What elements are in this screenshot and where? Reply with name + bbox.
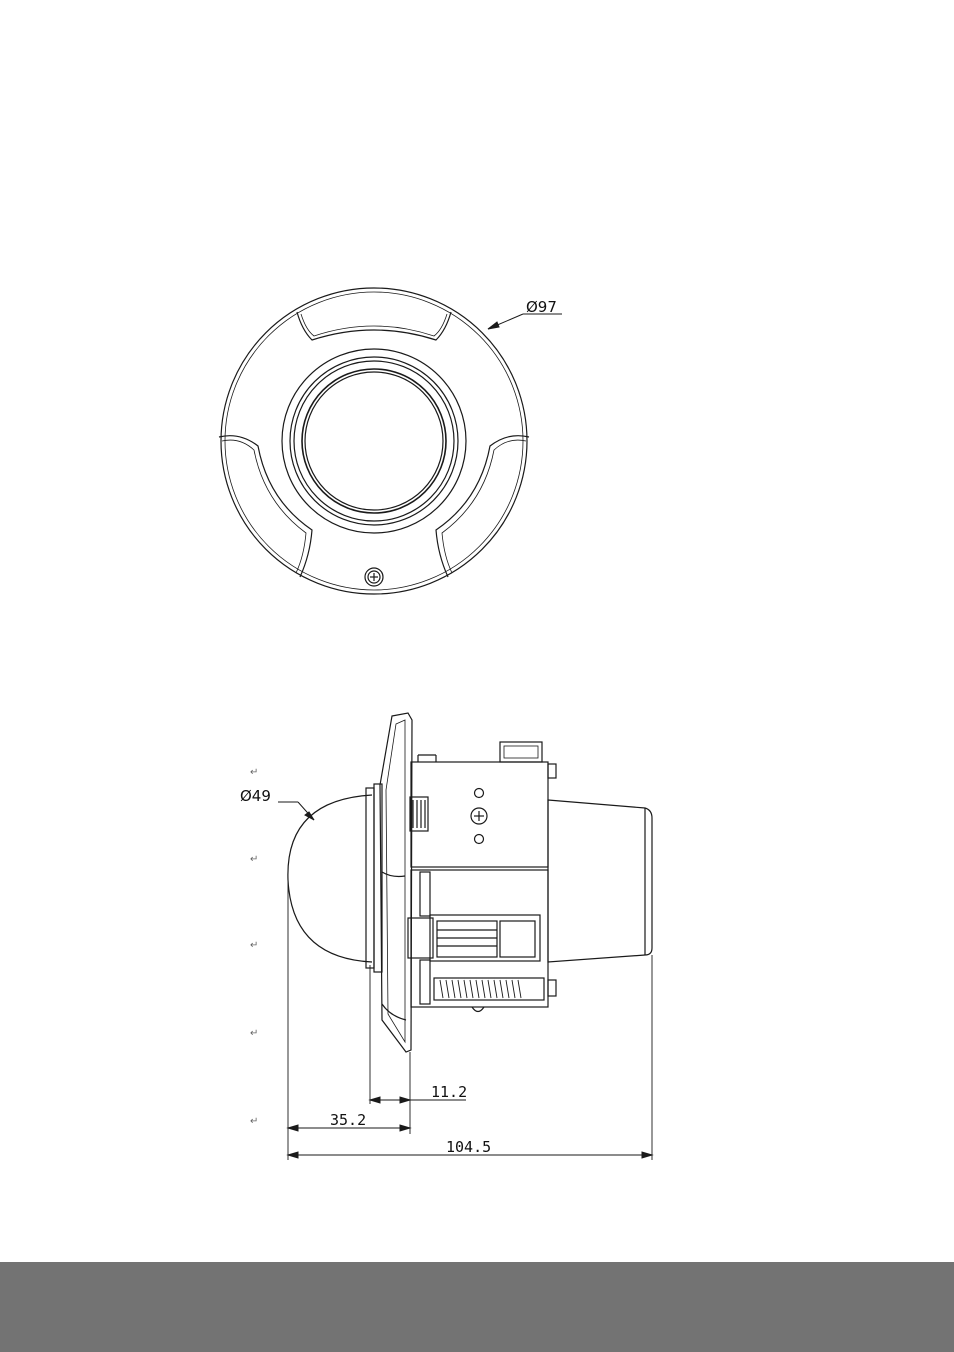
return-mark: ↵	[250, 940, 258, 951]
return-marks: ↵ ↵ ↵ ↵ ↵	[250, 767, 258, 1127]
diameter-97-label: Ø97	[526, 298, 557, 316]
return-mark: ↵	[250, 854, 258, 865]
lens-ring-inner	[302, 369, 446, 513]
left-clip	[219, 436, 312, 577]
lens-ring-mid	[290, 357, 458, 525]
diameter-leader	[488, 314, 562, 329]
return-mark: ↵	[250, 1116, 258, 1127]
dim-mount-depth-label: 11.2	[431, 1083, 467, 1101]
dome-diameter-leader	[278, 802, 314, 820]
outer-ring	[221, 288, 527, 594]
lens-ring-outer	[282, 349, 466, 533]
top-view	[219, 288, 529, 594]
dim-total-length-label: 104.5	[446, 1138, 491, 1156]
lens-ring-inner2	[305, 372, 443, 510]
return-mark: ↵	[250, 1028, 258, 1039]
spring	[440, 980, 521, 998]
dim-dome-depth-label: 35.2	[330, 1111, 366, 1129]
return-mark: ↵	[250, 767, 258, 778]
footer-bar	[0, 1262, 954, 1352]
front-flange	[380, 713, 412, 1052]
right-clip	[436, 436, 529, 577]
rear-tube	[548, 800, 652, 962]
dome	[288, 795, 372, 962]
side-view	[288, 713, 652, 1052]
technical-drawing: Ø97	[0, 0, 954, 1262]
outer-ring-inner-edge	[225, 292, 523, 590]
diameter-49-label: Ø49	[240, 787, 271, 805]
lens-ring-mid2	[294, 361, 454, 521]
